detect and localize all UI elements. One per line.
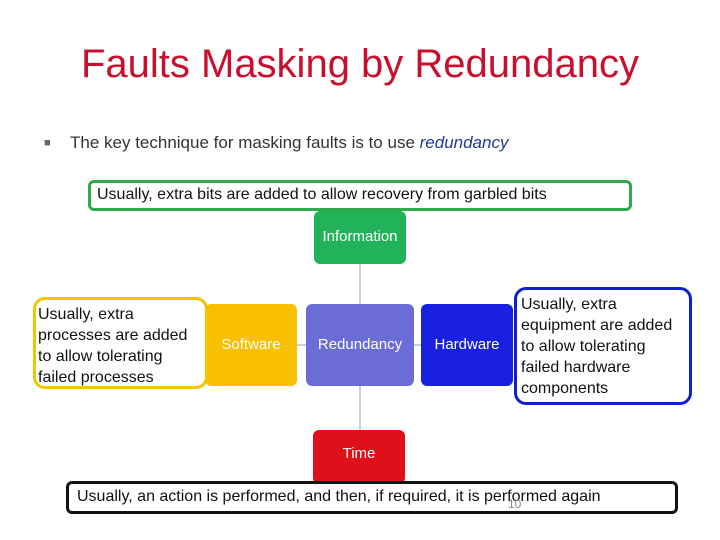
node-time: Time	[313, 430, 405, 484]
callout-software: Usually, extra processes are added to al…	[33, 297, 208, 389]
node-hardware: Hardware	[421, 304, 513, 386]
node-information: Information	[314, 211, 406, 264]
callout-hardware: Usually, extra equipment are added to al…	[514, 287, 692, 405]
node-software: Software	[205, 304, 297, 386]
slide-title: Faults Masking by Redundancy	[80, 42, 640, 86]
node-redundancy: Redundancy	[306, 304, 414, 386]
bullet-point: ■ The key technique for masking faults is…	[44, 133, 508, 153]
bullet-text: The key technique for masking faults is …	[70, 133, 420, 152]
callout-information: Usually, extra bits are added to allow r…	[88, 180, 632, 211]
square-bullet-icon: ■	[44, 137, 51, 149]
callout-time: Usually, an action is performed, and the…	[66, 481, 678, 514]
page-number: 10	[508, 497, 522, 511]
bullet-emphasis: redundancy	[419, 133, 509, 152]
